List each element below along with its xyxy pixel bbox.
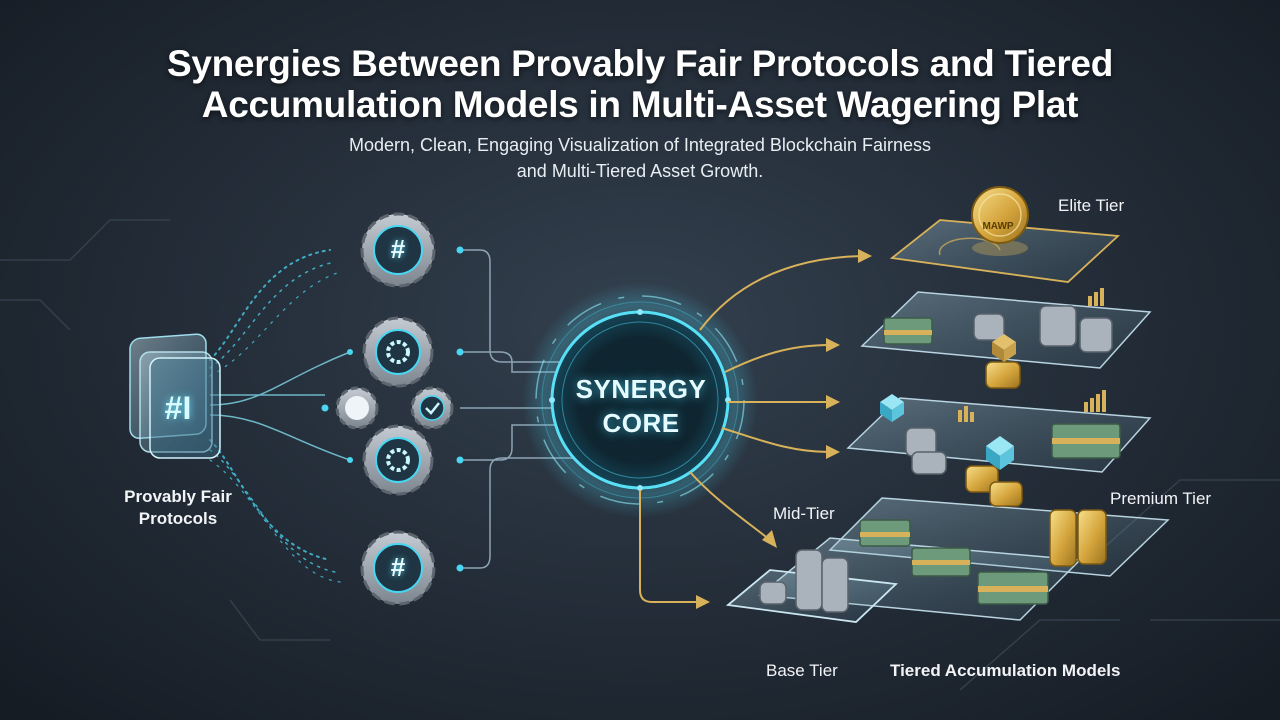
page-title-line2: Accumulation Models in Multi-Asset Wager…: [201, 84, 1079, 125]
cash-stack-icon: [859, 317, 1121, 605]
coin-icon: [971, 186, 1029, 256]
synergy-core: [522, 282, 758, 518]
check-gear-icon: [410, 386, 454, 430]
base-tier-label: Base Tier: [766, 661, 838, 680]
synergy-core-line2: CORE: [602, 408, 680, 438]
provably-fair-label-line1: Provably Fair: [124, 487, 232, 506]
hash-gear-glyph: #: [390, 234, 406, 264]
synergy-core-line1: SYNERGY: [575, 374, 707, 404]
bar-chart-icon: [958, 288, 1106, 422]
provably-fair-block-icon: [129, 333, 221, 459]
toggle-icon: [335, 386, 379, 430]
premium-tier-label: Premium Tier: [1110, 489, 1212, 508]
elite-tier-label: Elite Tier: [1058, 196, 1125, 215]
hash-gear-icon-lower: [360, 530, 436, 606]
mid-tier-label: Mid-Tier: [773, 504, 835, 523]
settings-gear-icon: [362, 316, 434, 388]
provably-fair-label-line2: Protocols: [138, 509, 218, 528]
coin-label: MAWP: [982, 221, 1014, 232]
cube-icon: [880, 334, 1016, 470]
provably-fair-block-glyph: #I: [164, 390, 192, 426]
page-subtitle-line2: and Multi-Tiered Asset Growth.: [516, 161, 764, 181]
page-title-line1: Synergies Between Provably Fair Protocol…: [166, 43, 1114, 84]
provably-fair-label: Provably Fair Protocols: [108, 486, 248, 530]
hash-gear-glyph-lower: #: [390, 552, 406, 582]
tiered-accumulation-label: Tiered Accumulation Models: [890, 661, 1121, 680]
settings-gear-icon-lower: [362, 424, 434, 496]
hash-gear-icon: [360, 212, 436, 288]
synergy-core-label: SYNERGY CORE: [556, 372, 726, 440]
page-subtitle-line1: Modern, Clean, Engaging Visualization of…: [348, 135, 931, 155]
